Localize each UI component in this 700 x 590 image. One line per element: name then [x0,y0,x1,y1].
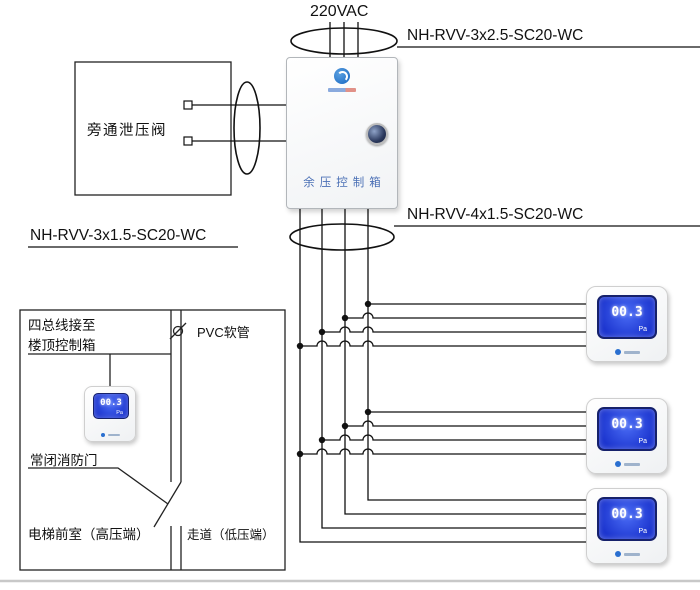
sensor-lcd-screen: 00.3 Pa [93,393,129,419]
lcd-value: 00.3 [611,417,643,432]
bus-wire-3 [344,209,586,515]
cable-spec-left: NH-RVV-3x1.5-SC20-WC [30,227,207,244]
valve-terminal-2 [183,136,193,146]
pvc-tube-slash [169,322,187,340]
lcd-value: 00.3 [100,398,122,408]
brand-name-text [623,350,640,354]
brand-name-text [107,434,120,436]
pvc-tube-symbol [172,325,184,337]
cable-ellipse-top [290,27,398,55]
detector2-tap-2 [345,420,586,427]
detector2-tap-4 [300,448,586,455]
cabinet-lock-icon [366,123,388,145]
room-outline [19,309,286,571]
lcd-value: 00.3 [611,507,643,522]
lcd-unit: Pa [116,410,123,416]
valve-terminal-1 [183,100,193,110]
fire-door-label: 常闭消防门 [30,453,98,468]
valve-terminals [183,100,193,146]
valve-control-wires [192,104,286,142]
valve-box-outline [74,61,232,196]
sensor-brand-mark [85,433,135,437]
control-cabinet-label: 余压控制箱 [303,177,386,189]
detector1-tap-2 [345,312,586,319]
brand-name-text [623,552,640,556]
room-box [19,309,286,571]
power-label: 220VAC [310,3,369,20]
bus-note-line1: 四总线接至 [28,318,96,333]
pressure-detector-3: 00.3 Pa [586,488,668,564]
bus-note-line2: 楼顶控制箱 [28,337,96,353]
bus-wire-1 [299,209,586,543]
bus-wire-4 [367,209,586,501]
pressure-detector-1: 00.3 Pa [586,286,668,362]
detector-brand-mark [587,349,667,355]
lcd-unit: Pa [638,438,647,445]
brand-logo-icon [100,433,105,437]
brand-logo-icon [334,68,350,84]
cable-ellipse-left [233,81,261,175]
cable-spec-top: NH-RVV-3x2.5-SC20-WC [407,27,584,44]
detector1-lcd-screen: 00.3 Pa [597,295,657,339]
lcd-value: 00.3 [611,305,643,320]
detector1-tap-3 [322,326,586,333]
room-pressure-sensor: 00.3 Pa [84,386,136,442]
detector2-tap-3 [322,434,586,441]
brand-logo-icon [614,551,621,557]
cable-ellipse-bottom [289,223,395,251]
detector-brand-mark [587,551,667,557]
detector2-lcd-screen: 00.3 Pa [597,407,657,451]
fire-door-leaf [153,481,182,528]
valve-box-label: 旁通泄压阀 [87,123,167,139]
zone-label-elevator-lobby: 电梯前室（高压端） [28,527,150,542]
bus-wire-2 [321,209,586,529]
lcd-unit: Pa [638,528,647,535]
zone-label-corridor: 走道（低压端） [187,528,275,542]
brand-logo-icon [614,461,621,467]
detector1-tap-4 [300,340,586,347]
pvc-tube-label: PVC软管 [197,325,250,340]
lcd-unit: Pa [638,326,647,333]
detector-brand-mark [587,461,667,467]
bus-note: 四总线接至 楼顶控制箱 [28,316,96,355]
pressure-control-cabinet: 余压控制箱 [286,57,398,209]
brand-name-text [623,462,640,466]
brand-logo-icon [614,349,621,355]
junction-dots [296,300,372,458]
cable-spec-right: NH-RVV-4x1.5-SC20-WC [407,206,584,223]
door-label-leader-line [28,467,169,505]
wires-group [28,22,700,543]
pressure-detector-2: 00.3 Pa [586,398,668,474]
cable-bundle-markers [233,27,398,251]
brand-name-text [328,88,356,92]
detector3-lcd-screen: 00.3 Pa [597,497,657,541]
